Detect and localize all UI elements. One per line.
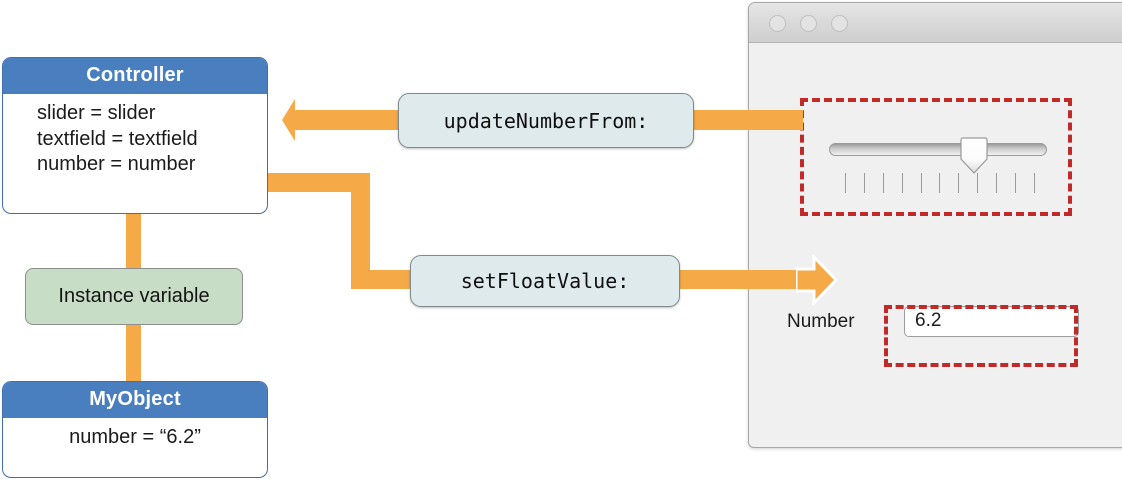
myobject-class-title: MyObject (3, 382, 267, 418)
slider-highlight-box (800, 98, 1072, 216)
arrow-right-icon (794, 253, 839, 307)
tick (882, 173, 884, 193)
message-set-float-value: setFloatValue: (410, 255, 680, 307)
tick (920, 173, 922, 193)
connector-elbow-to-message (351, 270, 426, 289)
zoom-button[interactable] (831, 15, 848, 32)
controller-line: slider = slider (37, 102, 156, 124)
close-button[interactable] (769, 15, 786, 32)
tick (996, 173, 998, 193)
number-field-highlight-box (884, 305, 1078, 367)
slider-thumb-icon[interactable] (959, 137, 989, 175)
slider-tick-marks (845, 173, 1035, 193)
controller-line: textfield = textfield (37, 127, 198, 150)
tick (845, 173, 846, 193)
value-slider[interactable] (829, 137, 1047, 197)
tick (958, 173, 960, 193)
connector-slider-to-message (681, 110, 803, 130)
app-window: Number 6.2 (748, 2, 1122, 448)
connector-message-to-controller (313, 110, 413, 130)
tick (863, 173, 865, 193)
connector-controller-elbow-vertical (351, 173, 370, 283)
connector-message-to-number-field (676, 270, 804, 289)
tick (977, 173, 979, 193)
arrow-left-icon (281, 97, 317, 143)
instance-variable-box: Instance variable (25, 268, 243, 325)
number-field-label: Number (787, 311, 855, 332)
slider-track[interactable] (829, 143, 1047, 156)
tick (901, 173, 903, 193)
tick (1033, 173, 1035, 193)
message-update-number-from: updateNumberFrom: (398, 93, 694, 148)
window-titlebar[interactable] (749, 3, 1122, 43)
myobject-class-body: number = “6.2” (3, 418, 267, 460)
connector-controller-elbow-horizontal (266, 173, 366, 192)
tick (1015, 173, 1017, 193)
tick (939, 173, 941, 193)
myobject-line: number = “6.2” (69, 426, 201, 448)
controller-class-title: Controller (3, 58, 267, 94)
controller-line: number = number (37, 153, 196, 176)
controller-class-box: Controller slider = slider textfield = t… (2, 57, 268, 214)
myobject-class-box: MyObject number = “6.2” (2, 381, 268, 478)
controller-class-body: slider = slider textfield = textfield nu… (3, 94, 267, 187)
traffic-light-group (769, 15, 848, 32)
minimize-button[interactable] (800, 15, 817, 32)
